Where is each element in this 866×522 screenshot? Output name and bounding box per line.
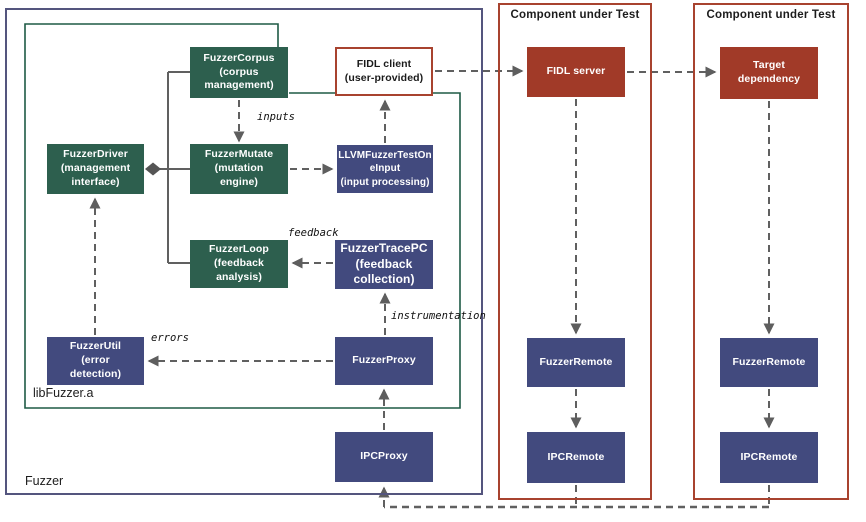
node-fuzzer-loop-line: FuzzerLoop: [209, 243, 269, 256]
node-fidl-server: FIDL server: [527, 47, 625, 97]
libfuzzer-boundary: [24, 23, 461, 409]
node-fuzzer-proxy: FuzzerProxy: [335, 337, 433, 385]
label-errors: errors: [151, 332, 189, 344]
node-fuzzer-remote-1: FuzzerRemote: [527, 338, 625, 387]
label-instrumentation: instrumentation: [391, 310, 486, 322]
node-fuzzer-driver-line: (management: [60, 162, 131, 175]
component-under-test-left-label: Component under Test: [510, 9, 640, 21]
node-fuzzer-util-line: (error: [81, 354, 110, 367]
node-ipc-proxy-line: IPCProxy: [360, 450, 408, 463]
node-ipc-proxy: IPCProxy: [335, 432, 433, 482]
node-fuzzer-corpus-line: management): [204, 79, 274, 92]
node-fuzzer-loop-line: (feedback: [214, 257, 264, 270]
node-fuzzer-driver-line: interface): [71, 175, 120, 188]
node-ipc-remote-2: IPCRemote: [720, 432, 818, 483]
node-fuzzer-loop-line: analysis): [216, 270, 262, 283]
node-fuzzer-corpus-line: FuzzerCorpus: [203, 51, 275, 64]
node-llvm-fuzzer-test-one-input-line: eInput: [369, 163, 401, 175]
node-fuzzer-mutate-line: FuzzerMutate: [204, 148, 274, 161]
node-fuzzer-corpus-line: (corpus: [219, 65, 259, 78]
node-fuzzer-remote-1-line: FuzzerRemote: [539, 355, 613, 368]
aggregation-diamond-icon: [145, 162, 161, 176]
node-fuzzer-mutate-line: engine): [219, 175, 259, 188]
node-ipc-remote-1-line: IPCRemote: [547, 450, 605, 463]
label-inputs: inputs: [257, 111, 295, 123]
node-fidl-client: FIDL client(user-provided): [335, 47, 433, 96]
node-fuzzer-util-line: detection): [69, 367, 122, 380]
node-fidl-server-line: FIDL server: [546, 65, 606, 78]
node-target-dependency-line: Target: [753, 59, 785, 72]
node-fuzzer-proxy-line: FuzzerProxy: [352, 354, 416, 367]
node-fuzzer-remote-2: FuzzerRemote: [720, 338, 818, 387]
node-fuzzer-tracepc-line: collection): [353, 272, 415, 287]
libfuzzer-label: libFuzzer.a: [33, 386, 94, 400]
fuzzer-boundary-box: [5, 8, 483, 495]
node-ipc-remote-1: IPCRemote: [527, 432, 625, 483]
node-fuzzer-util-line: FuzzerUtil: [69, 340, 122, 353]
node-target-dependency-line: dependency: [737, 73, 801, 85]
component-under-test-right-box: [693, 3, 849, 500]
node-fuzzer-tracepc-line: FuzzerTracePC: [340, 240, 428, 255]
node-fuzzer-remote-2-line: FuzzerRemote: [732, 355, 806, 368]
component-under-test-left-box: [498, 3, 652, 500]
node-fidl-client-line: (user-provided): [344, 71, 424, 84]
node-llvm-fuzzer-test-one-input-line: LLVMFuzzerTestOn: [338, 150, 432, 162]
node-fuzzer-driver-line: FuzzerDriver: [63, 148, 128, 161]
fuzzer-label: Fuzzer: [25, 474, 64, 488]
node-fidl-client-line: FIDL client: [356, 57, 412, 70]
node-ipc-remote-2-line: IPCRemote: [740, 450, 798, 463]
node-llvm-fuzzer-test-one-input-line: (input processing): [340, 176, 430, 188]
component-under-test-right-label: Component under Test: [706, 9, 836, 21]
node-fuzzer-tracepc-line: (feedback: [355, 256, 413, 271]
node-fuzzer-mutate-line: (mutation: [214, 162, 264, 175]
label-feedback: feedback: [288, 227, 339, 239]
